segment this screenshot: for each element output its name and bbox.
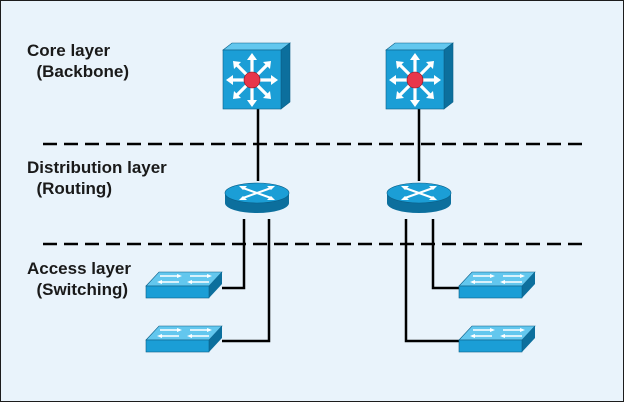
link-router-left-to-access-1 [222, 219, 246, 290]
link-router-right-to-access-4 [404, 219, 459, 343]
link-router-left-to-access-2 [222, 219, 271, 343]
link-router-right-to-access-3 [431, 219, 459, 290]
core-layer-role: (Backbone) [36, 62, 130, 81]
core-layer-name: Core layer [27, 41, 111, 60]
core-layer-label: Core layer (Backbone) [27, 40, 129, 82]
access-layer-label: Access layer (Switching) [27, 258, 131, 300]
multilayer-switch-icon [221, 41, 292, 111]
multilayer-switch-icon [384, 41, 455, 111]
workgroup-switch-icon [458, 325, 536, 353]
distribution-layer-name: Distribution layer [27, 158, 167, 177]
distribution-layer-role: (Routing) [36, 179, 112, 198]
network-links [222, 109, 459, 343]
workgroup-switch-icon [458, 271, 536, 299]
access-layer-name: Access layer [27, 259, 131, 278]
workgroup-switch-icon [145, 271, 223, 299]
workgroup-switch-icon [145, 325, 223, 353]
router-icon [386, 182, 452, 214]
router-icon [224, 182, 290, 214]
access-layer-role: (Switching) [36, 280, 129, 299]
distribution-layer-label: Distribution layer (Routing) [27, 157, 167, 199]
